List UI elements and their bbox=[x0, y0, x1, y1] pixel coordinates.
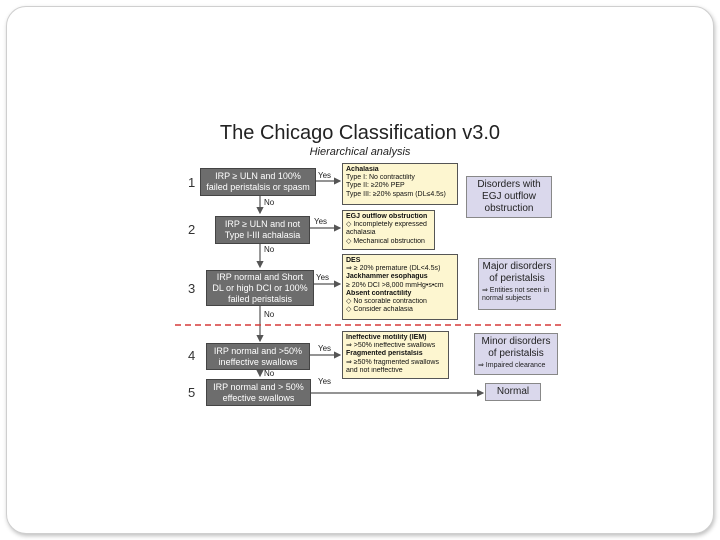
outcome-line: Absent contractility bbox=[346, 289, 412, 297]
yes-label-1: Yes bbox=[318, 171, 332, 180]
step-number-2: 2 bbox=[188, 222, 196, 237]
outcome-line: Type III: ≥20% spasm (DL≤4.5s) bbox=[346, 190, 446, 198]
category-heading-major: Major disorders of peristalsis bbox=[482, 261, 552, 284]
category-note-major: ⇒ Entities not seen in normal subjects bbox=[482, 287, 549, 302]
outcome-line: and not ineffective bbox=[346, 366, 403, 374]
slide-title: The Chicago Classification v3.0 bbox=[219, 122, 501, 144]
decision-box-1: IRP ≥ ULN and 100% failed peristalsis or… bbox=[200, 168, 316, 196]
outcome-line: Type I: No contractility bbox=[346, 174, 415, 182]
decision-box-5: IRP normal and > 50% effective swallows bbox=[206, 379, 311, 406]
outcome-line: ⇒ ≥50% fragmented swallows bbox=[346, 358, 439, 366]
outcome-line: Achalasia bbox=[346, 166, 379, 173]
no-label-4: No bbox=[264, 369, 275, 378]
outcome-line: ◇ Incompletely expressed bbox=[346, 221, 427, 229]
outcome-line: Fragmented peristalsis bbox=[346, 350, 423, 358]
step-number-3: 3 bbox=[188, 281, 196, 296]
category-box-major: Major disorders of peristalsis ⇒ Entitie… bbox=[478, 258, 556, 310]
outcome-box-major-disorders: DES⇒ ≥ 20% premature (DL<4.5s)Jackhammer… bbox=[342, 254, 458, 320]
decision-box-4: IRP normal and >50% ineffective swallows bbox=[206, 343, 310, 370]
category-heading-normal: Normal bbox=[496, 386, 530, 397]
outcome-line: Ineffective motility (IEM) bbox=[346, 334, 427, 341]
step-number-1: 1 bbox=[188, 175, 196, 190]
outcome-line: ◇ Consider achalasia bbox=[346, 306, 413, 314]
category-box-minor: Minor disorders of peristalsis ⇒ Impaire… bbox=[474, 333, 558, 375]
yes-label-4: Yes bbox=[318, 344, 332, 353]
category-box-egj: Disorders with EGJ outflow obstruction bbox=[466, 176, 552, 218]
category-heading-minor: Minor disorders of peristalsis bbox=[481, 336, 551, 359]
step-number-5: 5 bbox=[188, 385, 196, 400]
outcome-line: ≥ 20% DCI >8,000 mmHg•s•cm bbox=[346, 281, 444, 289]
outcome-line: ◇ Mechanical obstruction bbox=[346, 237, 425, 245]
step-number-4: 4 bbox=[188, 348, 196, 363]
outcome-line: Type II: ≥20% PEP bbox=[346, 182, 405, 190]
category-note-minor: ⇒ Impaired clearance bbox=[478, 362, 546, 369]
outcome-box-egj-obstruction: EGJ outflow obstruction◇ Incompletely ex… bbox=[342, 210, 435, 250]
yes-label-5: Yes bbox=[318, 377, 332, 386]
yes-label-3: Yes bbox=[316, 273, 330, 282]
no-label-3: No bbox=[264, 310, 275, 319]
decision-box-3: IRP normal and Short DL or high DCI or 1… bbox=[206, 270, 314, 306]
category-box-normal: Normal bbox=[485, 383, 541, 401]
outcome-line: ◇ No scorable contraction bbox=[346, 298, 427, 306]
outcome-box-minor-disorders: Ineffective motility (IEM)⇒ >50% ineffec… bbox=[342, 331, 449, 379]
outcome-line: ⇒ ≥ 20% premature (DL<4.5s) bbox=[346, 265, 441, 273]
outcome-line: ⇒ >50% ineffective swallows bbox=[346, 342, 436, 350]
category-heading-egj: Disorders with EGJ outflow obstruction bbox=[477, 179, 541, 214]
slide-subtitle: Hierarchical analysis bbox=[309, 146, 411, 158]
outcome-line: Jackhammer esophagus bbox=[346, 273, 428, 281]
no-label-1: No bbox=[264, 198, 275, 207]
no-label-2: No bbox=[264, 245, 275, 254]
decision-box-2: IRP ≥ ULN and not Type I-III achalasia bbox=[215, 216, 310, 244]
outcome-line: EGJ outflow obstruction bbox=[346, 213, 428, 220]
yes-label-2: Yes bbox=[314, 217, 328, 226]
outcome-line: achalasia bbox=[346, 229, 376, 237]
outcome-line: DES bbox=[346, 257, 361, 264]
